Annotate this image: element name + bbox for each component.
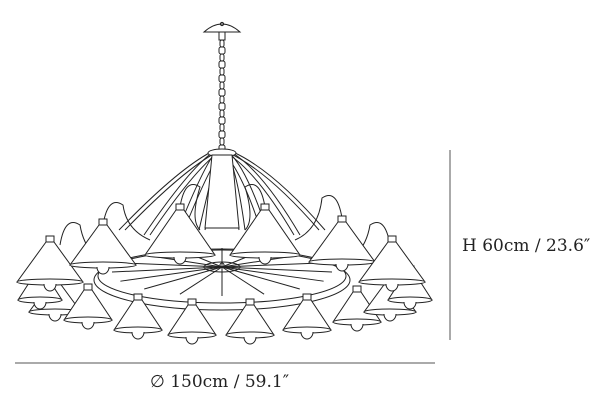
lamp-shade — [113, 293, 163, 340]
shade-cone — [69, 224, 137, 266]
bulb — [43, 283, 57, 292]
lamp-shade — [69, 218, 137, 275]
spoke — [221, 266, 265, 295]
spoke — [120, 262, 223, 268]
lamp-shade — [16, 235, 84, 292]
dimension-lines — [15, 150, 451, 364]
bulb — [185, 336, 199, 345]
chain-link — [219, 53, 225, 62]
lamp-shade — [63, 283, 113, 330]
rope — [226, 151, 326, 231]
bulb — [335, 263, 349, 272]
chain-link — [218, 46, 226, 55]
ceiling-canopy — [202, 21, 242, 41]
bulb — [258, 256, 272, 265]
chain-link — [218, 60, 226, 69]
bulb — [350, 323, 364, 332]
chain-link — [218, 116, 226, 125]
bulb — [173, 256, 187, 265]
chain-link — [219, 95, 225, 104]
chain-link — [218, 88, 226, 97]
lamp-shade — [144, 203, 216, 265]
lamp-shade — [358, 235, 426, 292]
chain-link — [219, 109, 225, 118]
diameter-dimension-label: ∅ 150cm / 59.1″ — [150, 372, 290, 392]
lamp-arm — [102, 202, 151, 241]
shade-cone — [144, 209, 216, 256]
bulb — [81, 321, 95, 330]
lamp-shade — [229, 203, 301, 265]
spoke — [179, 266, 223, 295]
bulb — [403, 301, 417, 310]
chain-link — [219, 81, 225, 90]
center-column — [204, 154, 240, 229]
chain-link — [218, 102, 226, 111]
chain-link — [218, 130, 226, 139]
bulb — [243, 336, 257, 345]
chain-link — [219, 67, 225, 76]
chain — [218, 39, 226, 153]
shade-cone — [229, 209, 301, 256]
lamp-shade — [167, 298, 217, 345]
lamp-shade — [225, 298, 275, 345]
chain-link — [218, 74, 226, 83]
lamp-shade — [282, 293, 332, 340]
spoke — [144, 266, 223, 290]
rope — [118, 151, 218, 231]
bulb — [96, 266, 110, 275]
lamp-arm — [179, 184, 201, 231]
chain-link — [219, 137, 225, 146]
chain-link — [219, 39, 225, 48]
bulb — [383, 313, 397, 322]
spoke — [221, 266, 300, 290]
bulb — [131, 331, 145, 340]
spoke — [120, 266, 223, 282]
spoke — [221, 266, 324, 282]
shade-cone — [282, 299, 332, 331]
lamp-shade — [387, 265, 433, 310]
bulb — [33, 301, 47, 310]
chain-link — [219, 123, 225, 132]
lamp-arm — [244, 184, 266, 231]
lamp-shade — [308, 215, 376, 272]
spoke — [221, 262, 324, 268]
shade-cone — [113, 299, 163, 331]
bulb — [300, 331, 314, 340]
lamp-shade — [332, 285, 382, 332]
spoke — [221, 266, 333, 273]
height-dimension-label: H 60cm / 23.6″ — [462, 236, 591, 256]
spoke — [111, 266, 223, 273]
lamp-arm — [294, 195, 343, 241]
bulb — [48, 313, 62, 322]
bulb — [385, 283, 399, 292]
